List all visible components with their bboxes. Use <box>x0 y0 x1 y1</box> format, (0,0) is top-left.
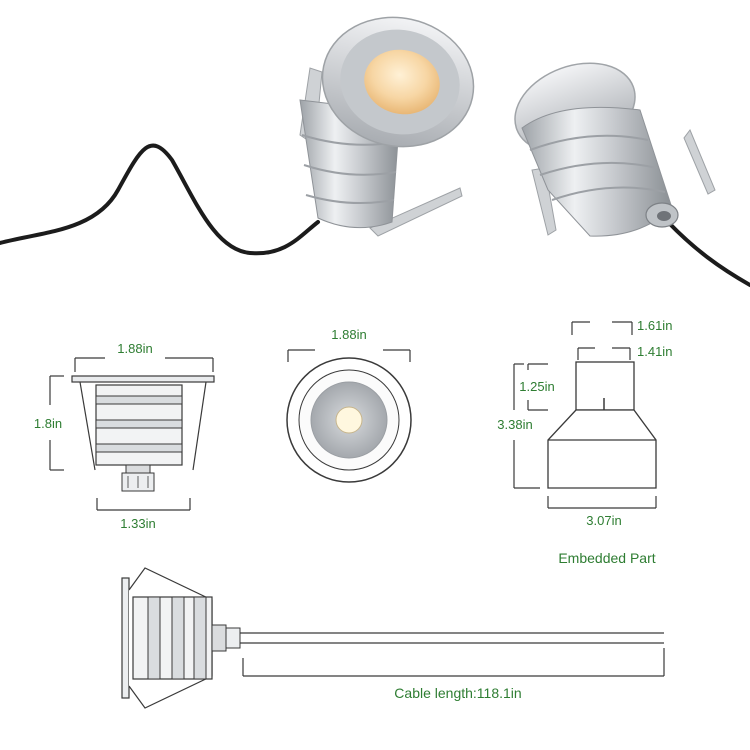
embedded-outer-top-width-label: 1.61in <box>637 318 672 333</box>
side-view-top-width-label: 1.88in <box>117 341 152 356</box>
top-view-drawing <box>286 349 412 483</box>
spring-clip-right <box>369 187 463 237</box>
embedded-total-height-label: 3.38in <box>497 417 532 432</box>
embedded-neck-height-label: 1.25in <box>519 379 554 394</box>
embedded-part-drawing <box>513 321 657 509</box>
top-view-diameter-label: 1.88in <box>331 327 366 342</box>
top-view-led <box>335 406 363 434</box>
embedded-neck <box>575 361 635 411</box>
cable-view-drawing <box>121 567 665 709</box>
led-lens <box>364 49 440 115</box>
side-view-drawing <box>49 357 215 511</box>
side-view-height-label: 1.8in <box>34 416 62 431</box>
product-photo-front <box>0 16 475 256</box>
spring-clip-back-right <box>683 129 716 195</box>
embedded-bottom-width-label: 3.07in <box>586 513 621 528</box>
embedded-part-caption: Embedded Part <box>558 550 655 566</box>
fixture-body-back <box>521 106 673 237</box>
side-view-bottom-width-label: 1.33in <box>120 516 155 531</box>
product-photo-back <box>514 62 750 287</box>
cable-view-gland <box>211 624 227 652</box>
power-cable-back <box>666 220 750 287</box>
power-cable <box>0 143 320 256</box>
cable-view-flange <box>121 577 130 699</box>
embedded-inner-top-width-label: 1.41in <box>637 344 672 359</box>
cable-length-label: Cable length:118.1in <box>394 685 521 701</box>
embedded-base <box>547 409 657 489</box>
